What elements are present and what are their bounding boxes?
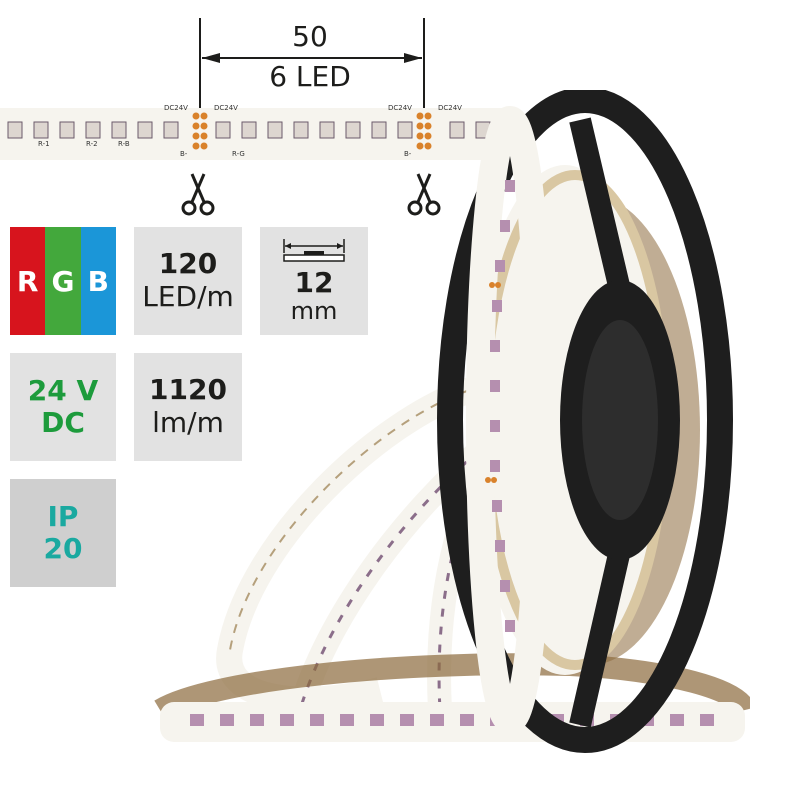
strip-segment-label: B- [404,150,412,158]
led-strip-segment [0,108,510,160]
strip-width-unit: mm [290,297,338,325]
rgb-green-letter: G [45,227,81,335]
led-density-unit: LED/m [142,280,234,313]
rgb-badge: R G B [10,227,116,335]
led-strip-reel-image [154,90,750,753]
width-dimension-icon [283,239,345,262]
strip-segment-label: R-G [232,150,245,158]
led-chip [137,121,153,139]
scissors-icon [407,173,441,216]
strip-segment-label: R-B [118,140,130,148]
led-density-value: 120 [158,247,218,280]
led-chip [215,121,231,139]
luminous-flux-badge: 1120 lm/m [134,353,242,461]
scissors-icon [181,173,215,216]
led-chip [33,121,49,139]
led-chip [241,121,257,139]
strip-width-badge: 12 mm [260,227,368,335]
voltage-badge: 24 V DC [10,353,116,461]
led-chip [111,121,127,139]
strip-segment-label: B- [180,150,188,158]
strip-power-label: DC24V [438,104,462,112]
dimension-annotation [199,18,425,108]
led-chip [59,121,75,139]
rgb-red-letter: R [10,227,46,335]
led-chip [293,121,309,139]
led-chip [267,121,283,139]
strip-segment-label: R-1 [38,140,50,148]
luminous-flux-unit: lm/m [152,406,224,439]
cut-pads [192,112,432,150]
led-chip [345,121,361,139]
voltage-type: DC [41,406,85,439]
led-density-badge: 120 LED/m [134,227,242,335]
led-chip [319,121,335,139]
luminous-flux-value: 1120 [149,373,227,406]
ip-rating-badge: IP 20 [10,479,116,587]
led-chip [449,121,465,139]
led-chip [397,121,413,139]
strip-power-label: DC24V [214,104,238,112]
led-chip [7,121,23,139]
rgb-blue-letter: B [80,227,116,335]
strip-power-label: DC24V [388,104,412,112]
strip-segment-label: R-2 [86,140,98,148]
ip-rating-value: 20 [43,532,83,565]
led-chip [163,121,179,139]
dimension-length: 50 [292,20,328,53]
led-chip [371,121,387,139]
ip-rating-label: IP [47,500,79,533]
led-chip [85,121,101,139]
strip-power-label: DC24V [164,104,188,112]
voltage-value: 24 V [27,374,99,407]
dimension-led-count: 6 LED [269,60,351,93]
strip-width-value: 12 [294,266,334,299]
